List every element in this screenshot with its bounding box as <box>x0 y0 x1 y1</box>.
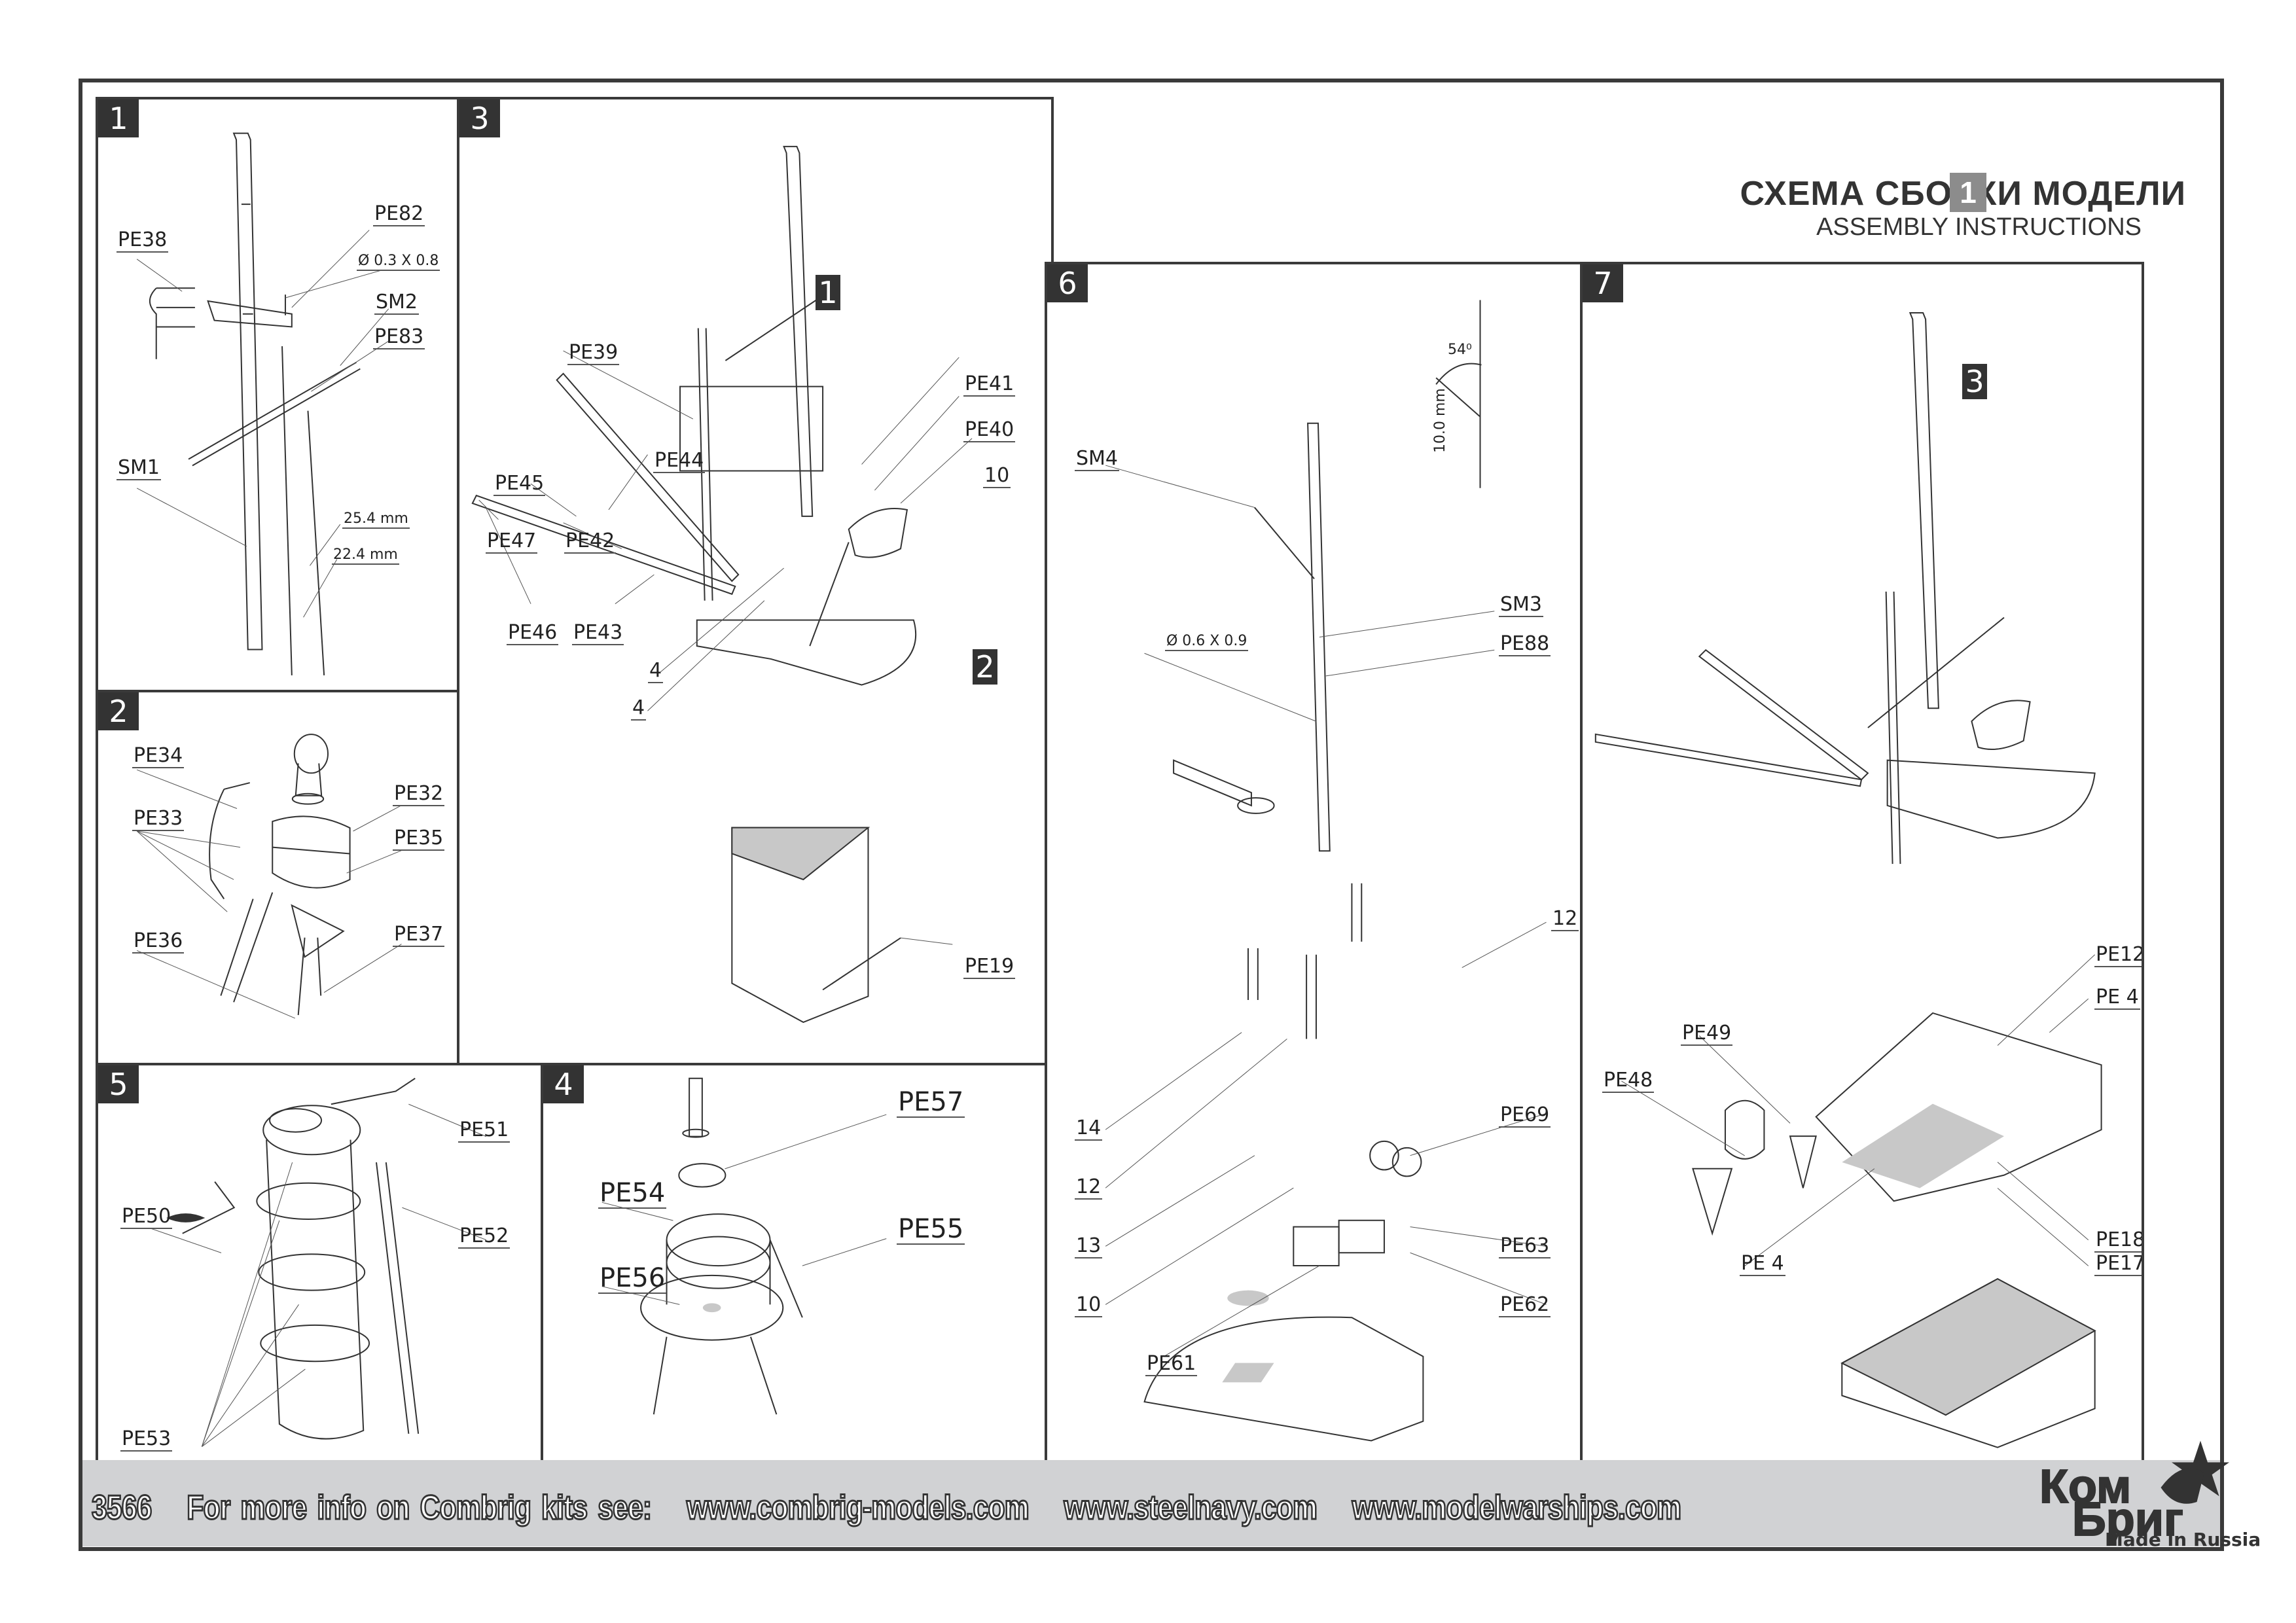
sheet-number-badge: 1 <box>1950 173 1986 212</box>
sub-assembly-ref: 1 <box>816 275 840 310</box>
dimension-label: 10.0 mm <box>1432 388 1448 453</box>
combrig-logo: Ком Бриг Made in Russia <box>2033 1440 2261 1550</box>
part-label: PE57 <box>897 1087 965 1118</box>
step-badge: 1 <box>98 99 139 137</box>
instruction-sheet: 1 <box>79 79 2261 1551</box>
part-label: SM2 <box>374 291 420 315</box>
part-label: SM1 <box>117 456 162 480</box>
dimension-label: Ø 0.3 X 0.8 <box>357 254 440 271</box>
part-label: 10 <box>983 464 1011 488</box>
platform-binnacle-diagram <box>543 1065 1051 1475</box>
part-label: PE47 <box>486 529 538 554</box>
part-label: SM4 <box>1075 447 1120 471</box>
sub-assembly-ref: 2 <box>973 649 997 685</box>
part-label: PE18 <box>2094 1230 2142 1253</box>
part-label: SM3 <box>1499 593 1544 617</box>
footer-link[interactable]: www.steelnavy.com <box>1063 1488 1318 1528</box>
part-label: PE40 <box>963 418 1016 442</box>
part-label: PE49 <box>1681 1022 1733 1046</box>
step-badge: 2 <box>98 692 139 730</box>
part-label: PE53 <box>120 1427 173 1452</box>
panel-step-2: 2 <box>96 690 473 1065</box>
part-label: PE32 <box>393 782 445 806</box>
part-label: PE12 <box>2094 945 2142 967</box>
panel-step-5: 5 PE51 <box>96 1063 554 1478</box>
part-label: 4 <box>648 659 664 683</box>
part-label: 12 <box>1551 907 1579 931</box>
dimension-label: Ø 0.6 X 0.9 <box>1165 634 1249 651</box>
part-label: PE82 <box>373 202 425 226</box>
panel-step-3: 3 <box>457 97 1054 1065</box>
part-label: 14 <box>1075 1116 1103 1141</box>
part-label: PE46 <box>507 621 559 645</box>
dimension-label: 22.4 mm <box>332 548 399 565</box>
part-label: PE61 <box>1145 1352 1198 1376</box>
star-icon <box>2161 1440 2229 1504</box>
panel-step-6: 6 <box>1045 262 1583 1478</box>
part-label: PE50 <box>120 1205 173 1229</box>
panel-step-1: 1 <box>96 97 473 692</box>
part-label: PE17 <box>2094 1254 2142 1276</box>
part-label: PE43 <box>572 621 624 645</box>
sub-assembly-ref: 3 <box>1962 364 1987 399</box>
part-label: 4 <box>631 696 647 721</box>
footer-info-text: For more info on Combrig kits see: <box>186 1488 653 1528</box>
part-label: PE37 <box>393 923 445 947</box>
part-label: PE54 <box>598 1178 667 1209</box>
footer-bar <box>82 1460 2220 1546</box>
part-label: PE51 <box>458 1118 511 1143</box>
part-label: 13 <box>1075 1234 1103 1258</box>
part-label: PE39 <box>567 341 620 365</box>
angle-label: 54⁰ <box>1448 342 1472 358</box>
part-label: PE38 <box>117 228 169 253</box>
part-label: PE88 <box>1499 632 1551 656</box>
part-label: PE48 <box>1602 1069 1655 1093</box>
mast-and-bridge-diagram <box>459 99 1051 1063</box>
part-label: PE52 <box>458 1224 511 1249</box>
footer-link[interactable]: www.modelwarships.com <box>1352 1488 1683 1528</box>
part-label: PE34 <box>132 744 185 768</box>
step-badge: 5 <box>98 1065 139 1103</box>
part-label: PE56 <box>598 1263 667 1294</box>
panel-step-4: 4 PE57 PE54 PE55 PE56 <box>541 1063 1054 1478</box>
part-label: PE 4 <box>1740 1252 1785 1276</box>
part-label: PE36 <box>132 929 185 954</box>
footer-link[interactable]: www.combrig-models.com <box>686 1488 1030 1528</box>
part-label: PE45 <box>493 472 546 496</box>
logo-word-brig: Бриг <box>2072 1493 2184 1546</box>
dimension-label: 25.4 mm <box>342 512 410 529</box>
step-badge: 4 <box>543 1065 584 1103</box>
searchlight-platform-diagram <box>98 692 470 1063</box>
panel-step-7: 7 <box>1580 262 2144 1478</box>
part-label: PE19 <box>963 955 1016 979</box>
part-label: PE33 <box>132 807 185 831</box>
logo-tagline: Made in Russia <box>2105 1529 2261 1550</box>
part-label: 12 <box>1075 1175 1103 1200</box>
step-badge: 3 <box>459 99 500 137</box>
part-label: PE 4 <box>2094 986 2140 1010</box>
final-superstructure-diagram <box>1583 264 2142 1475</box>
page-title-english: ASSEMBLY INSTRUCTIONS <box>1816 213 2142 241</box>
step-badge: 7 <box>1583 264 1623 302</box>
logo-word-kom: Ком <box>2039 1461 2132 1513</box>
part-label: PE35 <box>393 827 445 851</box>
part-label: PE69 <box>1499 1103 1551 1128</box>
part-label: PE63 <box>1499 1234 1551 1258</box>
part-label: PE44 <box>653 449 706 473</box>
kit-number: 3566 <box>91 1488 153 1528</box>
part-label: PE62 <box>1499 1293 1551 1317</box>
mast-diagram <box>98 99 470 690</box>
step-badge: 6 <box>1047 264 1088 302</box>
funnel-diagram <box>98 1065 551 1475</box>
footer-info: 3566 For more info on Combrig kits see: … <box>91 1488 1706 1528</box>
part-label: PE41 <box>963 372 1016 397</box>
part-label: 10 <box>1075 1293 1103 1317</box>
part-label: PE55 <box>897 1214 965 1245</box>
part-label: PE83 <box>373 325 425 349</box>
bridge-deck-diagram <box>1047 264 1580 1475</box>
part-label: PE42 <box>564 529 617 554</box>
